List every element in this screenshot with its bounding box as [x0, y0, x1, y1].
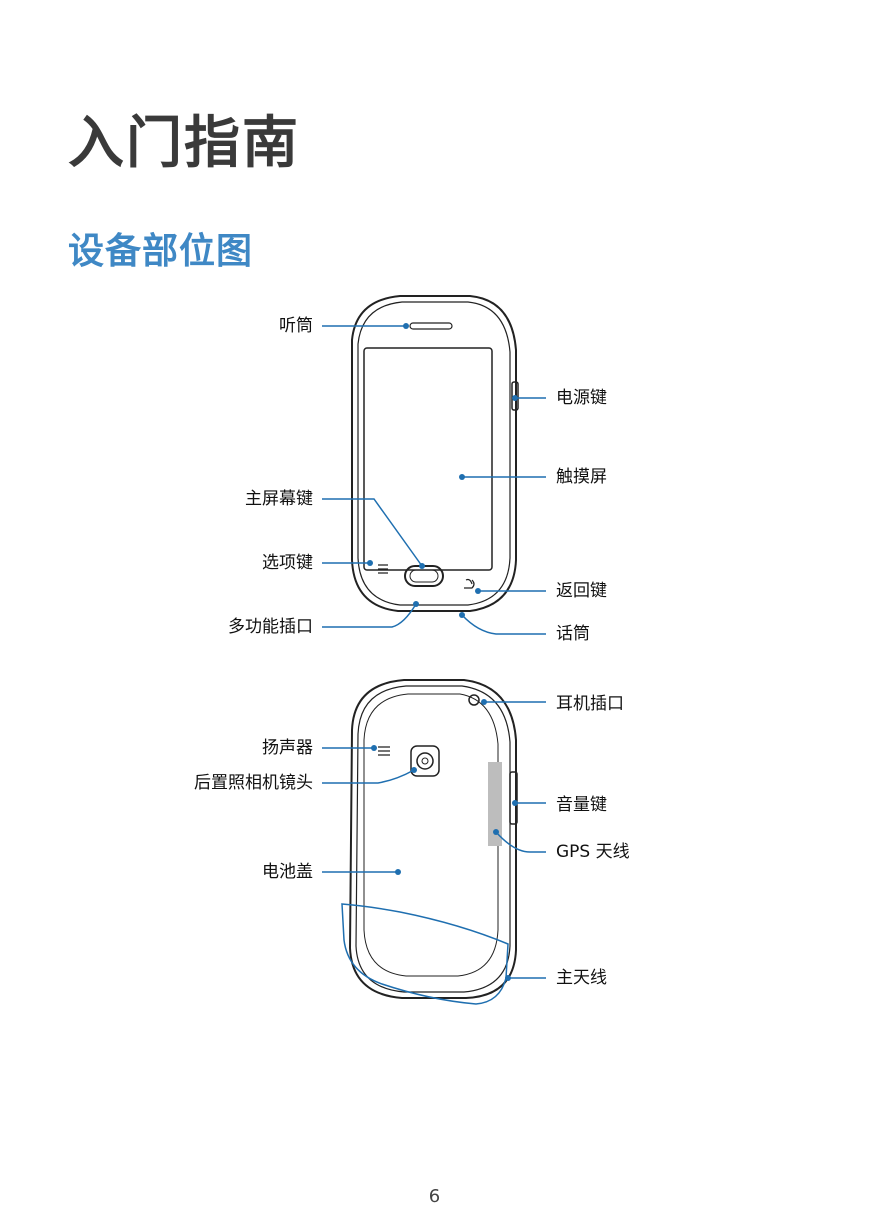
leader-home-key	[322, 498, 423, 567]
leader-rear-camera	[322, 769, 415, 784]
front-phone-illustration	[351, 295, 519, 612]
dot-back-key	[475, 588, 481, 594]
page-number: 6	[428, 1186, 441, 1207]
dot-rear-camera	[411, 767, 417, 773]
section-title: 设备部位图	[68, 231, 254, 272]
dot-gps-antenna	[493, 829, 499, 835]
dot-multipurpose-jack	[413, 601, 419, 607]
label-speaker: 扬声器	[262, 738, 313, 758]
dot-receiver	[403, 323, 409, 329]
dot-menu-key	[367, 560, 373, 566]
dot-power-key	[512, 395, 518, 401]
label-volume-key: 音量键	[556, 795, 607, 815]
label-main-antenna: 主天线	[556, 968, 607, 988]
dot-volume-key	[512, 800, 518, 806]
dot-headset-jack	[481, 699, 487, 705]
label-microphone: 话筒	[556, 624, 590, 644]
leader-microphone	[461, 614, 546, 635]
dot-microphone	[459, 612, 465, 618]
dot-home-key	[419, 563, 425, 569]
label-home-key: 主屏幕键	[245, 489, 313, 509]
gps-antenna-area	[488, 762, 502, 846]
dot-battery-cover	[395, 869, 401, 875]
leader-multipurpose-jack	[322, 603, 417, 628]
main-antenna-area	[341, 903, 509, 1005]
label-receiver: 听筒	[279, 316, 313, 336]
dot-speaker	[371, 745, 377, 751]
label-headset-jack: 耳机插口	[556, 694, 624, 714]
label-power-key: 电源键	[556, 388, 607, 408]
label-back-key: 返回键	[556, 581, 607, 601]
label-battery-cover: 电池盖	[262, 862, 313, 882]
label-multipurpose-jack: 多功能插口	[228, 617, 313, 637]
chapter-title: 入门指南	[68, 111, 300, 176]
label-rear-camera: 后置照相机镜头	[194, 773, 313, 793]
dot-main-antenna	[505, 975, 511, 981]
label-gps-antenna: GPS 天线	[556, 842, 630, 862]
back-phone-illustration	[348, 679, 518, 999]
label-menu-key: 选项键	[262, 553, 313, 573]
leader-gps-antenna	[495, 831, 546, 853]
label-touchscreen: 触摸屏	[556, 467, 607, 487]
dot-touchscreen	[459, 474, 465, 480]
